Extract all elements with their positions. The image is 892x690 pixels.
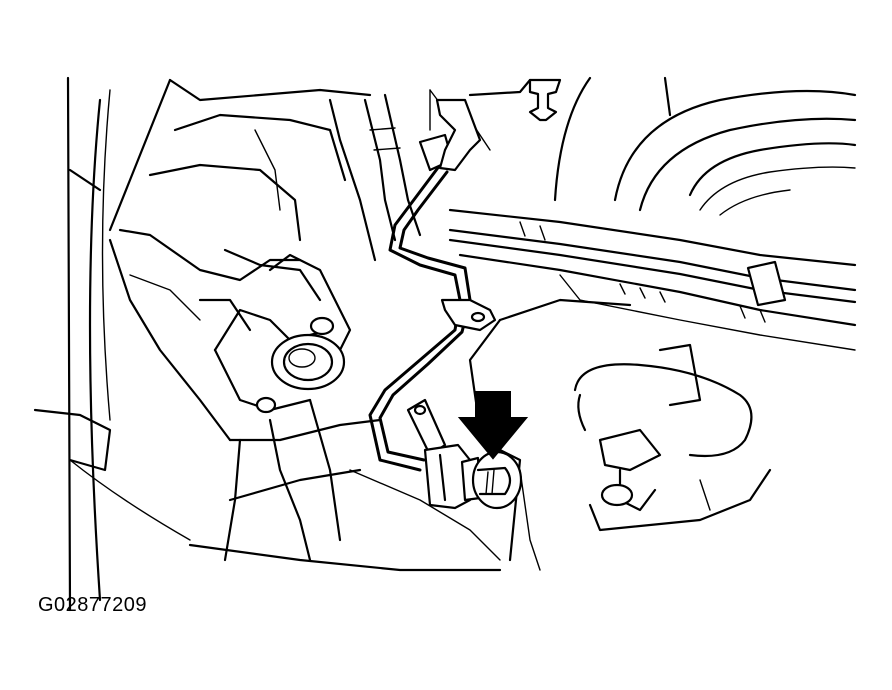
knock-sensor (406, 398, 523, 510)
strut-tower-housing (108, 78, 382, 562)
down-arrow-icon (457, 391, 529, 460)
figure-code-label: G02877209 (38, 594, 148, 616)
retaining-clip (528, 78, 562, 122)
brake-lines (448, 208, 857, 351)
round-housing (613, 89, 857, 216)
sensor-harness (368, 98, 497, 472)
lower-chassis (188, 398, 541, 572)
left-fender (33, 76, 191, 612)
strut-mount-boss (255, 316, 346, 414)
